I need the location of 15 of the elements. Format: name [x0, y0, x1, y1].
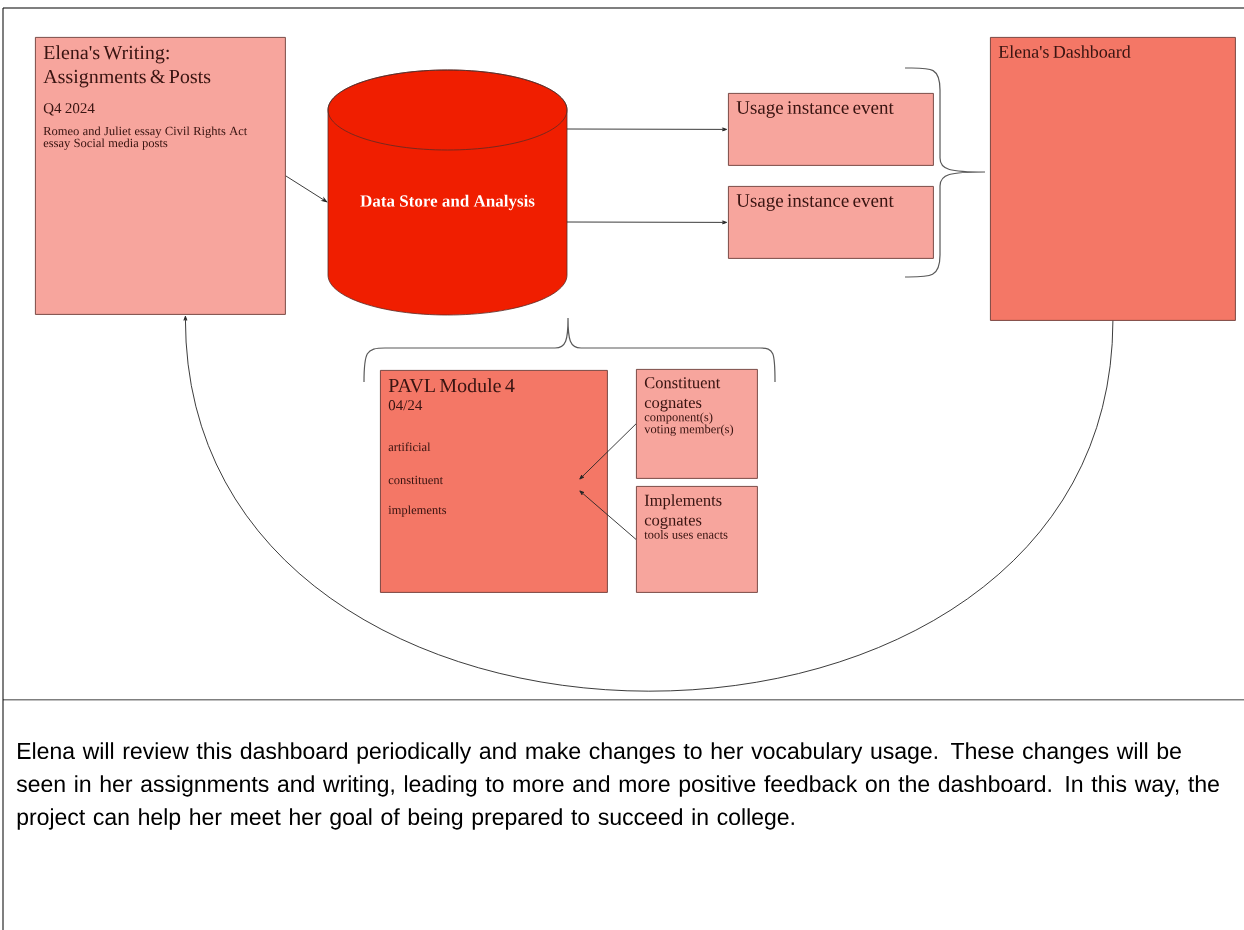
arrow: [579, 423, 637, 480]
event-box: Usage instance event: [728, 186, 934, 259]
cognates-box: Constituent cognates component(s) voting member(s): [636, 369, 758, 479]
arrow: [579, 490, 637, 540]
arrow: [285, 175, 328, 203]
arrow: [566, 220, 728, 225]
arrow: [566, 127, 728, 132]
dashboard-box: Elena's Dashboard: [990, 37, 1236, 321]
cylinder: Data Store and Analysis: [327, 69, 568, 316]
module-box: PAVL Module 4 04/24 artificial constituent implements: [380, 370, 608, 593]
caption: Elena will review this dashboard periodically and make changes to her vocabulary usage. These changes will be seen in her assignments and writing, leading to more and more positive feedback on the dashboard. In this way, the project can help her meet her goal of being prepared to succeed in college.: [16, 742, 1219, 830]
writing-box: Elena's Writing: Assignments & Posts Q4 2024 Romeo and Juliet essay Civil Rights Act essay Social media posts: [35, 37, 286, 315]
event-box: Usage instance event: [728, 93, 934, 166]
arrow: [183, 315, 1114, 692]
cognates-box: Implements cognates tools uses enacts: [636, 486, 758, 593]
